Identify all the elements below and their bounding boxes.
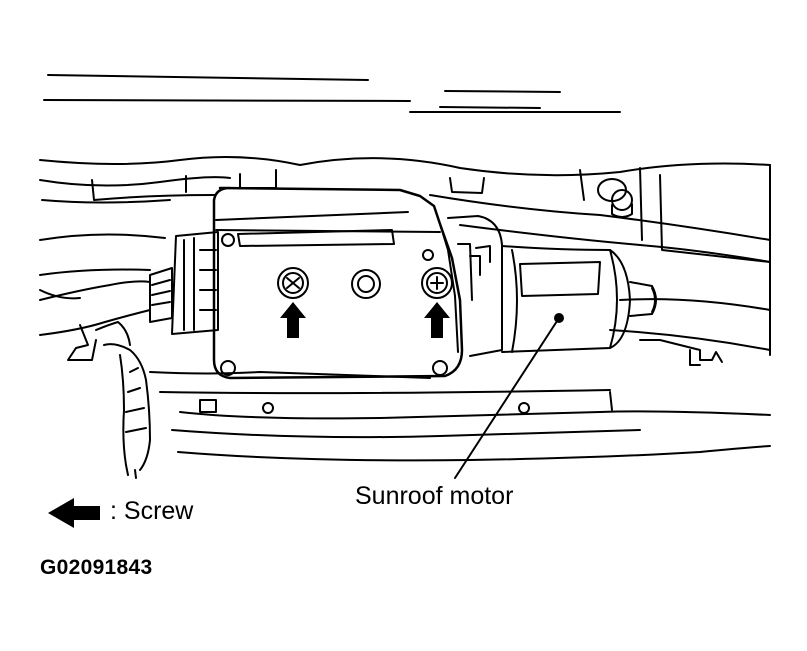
screw-arrows [280,302,450,338]
lower-bracket [149,339,771,462]
legend-text: : Screw [110,497,194,525]
motor-housing [212,186,464,380]
mounting-bolt [597,178,633,218]
screw-left [277,267,309,299]
roof-lines [43,74,621,113]
callout-label: Sunroof motor [355,482,514,510]
arrow-up-icon [280,302,306,338]
motor-cylinder [501,245,657,353]
figure-code: G02091843 [40,556,153,579]
callout-leader-line [454,317,560,479]
screw-right [421,267,453,299]
gear-section [447,215,503,357]
legend-arrow-left-icon [48,498,100,528]
roof-frame [39,155,771,356]
motor-connector [171,231,219,335]
arrow-up-icon [424,302,450,338]
